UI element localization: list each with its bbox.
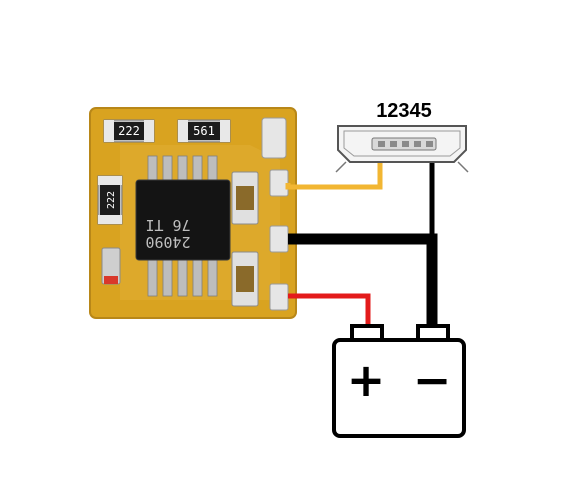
ic-body <box>135 179 231 261</box>
pad-positive <box>269 283 289 311</box>
connector-pin-label: 12345 <box>376 100 432 122</box>
battery-body <box>332 338 466 438</box>
battery-minus-symbol: − <box>413 353 452 407</box>
battery-plus-symbol: + <box>347 353 386 407</box>
ic-chip: 76 TI 24090 <box>135 155 231 297</box>
small-component-marker <box>104 276 118 284</box>
capacitor-c2 <box>231 251 259 307</box>
resistor-r1: 222 <box>103 119 155 143</box>
positive-wire <box>288 293 371 330</box>
resistor-r2-label: 561 <box>193 124 215 138</box>
ground-wire <box>288 233 438 330</box>
ic-marking-line2: 24090 <box>145 233 190 251</box>
resistor-r3-label: 222 <box>106 191 117 209</box>
pad-ground <box>269 225 289 253</box>
resistor-r1-label: 222 <box>118 124 140 138</box>
pad-top-right <box>261 117 287 159</box>
resistor-r2: 561 <box>177 119 231 143</box>
capacitor-c1 <box>231 171 259 225</box>
battery: + − <box>332 324 466 438</box>
pad-data <box>269 169 289 197</box>
micro-usb-connector: 12345 <box>335 100 469 173</box>
ic-marking-line1: 76 TI <box>145 216 190 234</box>
resistor-r3: 222 <box>97 175 123 225</box>
connector-pins <box>378 141 433 147</box>
data-wire <box>285 160 383 190</box>
